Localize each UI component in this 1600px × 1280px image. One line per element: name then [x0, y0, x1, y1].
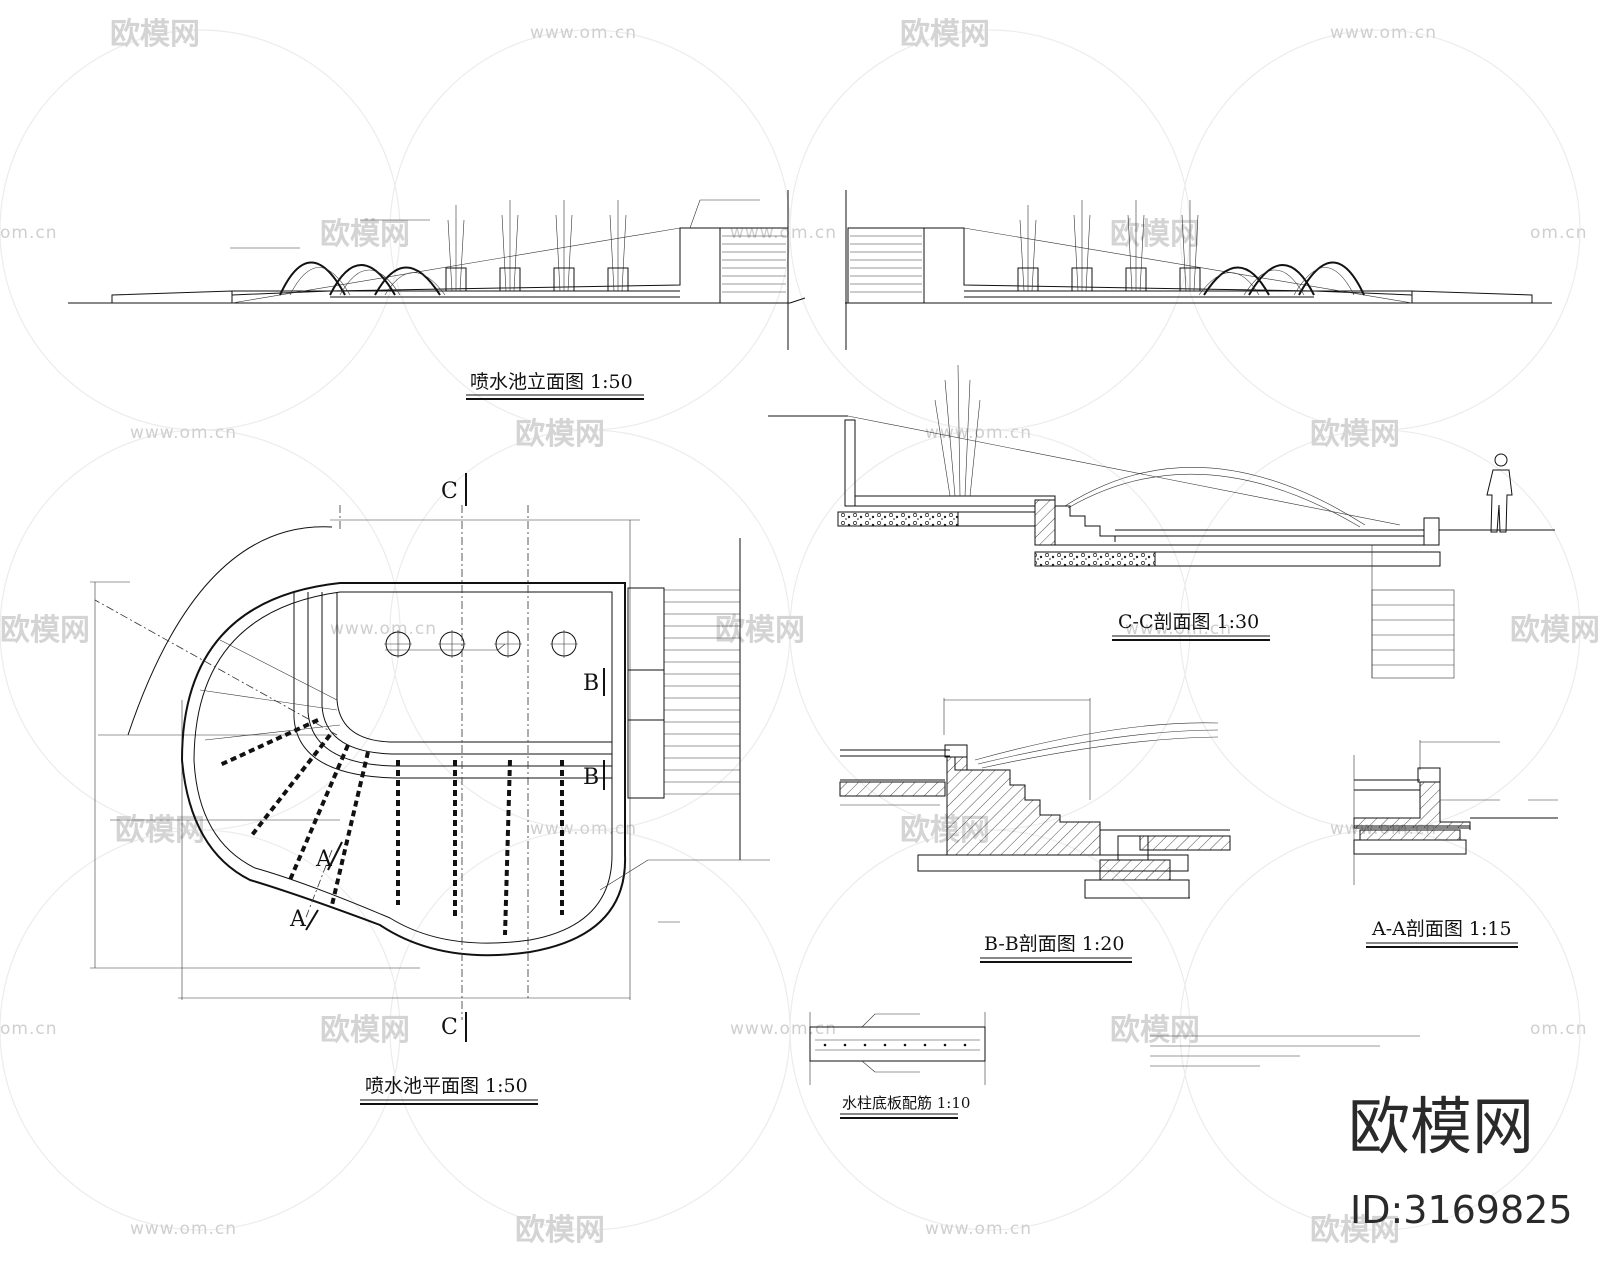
plan-view: C C B B A A 喷水池平面图 1:50	[90, 473, 770, 1105]
watermark-site: om.cn	[0, 223, 58, 243]
watermark-brand: 欧模网	[1110, 1013, 1200, 1048]
watermark-site: www.om.cn	[330, 619, 437, 639]
watermark-site: www.om.cn	[925, 1219, 1032, 1239]
watermark-site: www.om.cn	[730, 1019, 837, 1039]
plan-nozzles	[384, 630, 578, 658]
plan-radial-lines	[94, 599, 341, 741]
watermark-brand: 欧模网	[115, 813, 205, 848]
section-marker-b-upper: B	[583, 671, 599, 696]
arching-jets-left	[279, 261, 446, 296]
plan-dashed-jets	[219, 718, 564, 936]
watermark-site: www.om.cn	[1125, 619, 1232, 639]
brand-name: 欧模网	[1348, 1090, 1534, 1163]
section-marker-a-upper: A	[315, 847, 333, 872]
section-marker-a-lower: A	[289, 907, 307, 932]
watermark-brand: 欧模网	[1510, 613, 1600, 648]
material-legend	[1371, 545, 1455, 679]
section-cc: C-C剖面图 1:30	[768, 364, 1555, 679]
section-marker-c-bottom: C	[441, 1015, 458, 1040]
brand-block: 欧模网 ID:3169825	[1348, 1090, 1573, 1232]
brand-id: ID:3169825	[1350, 1188, 1573, 1232]
section-bb: B-B剖面图 1:20	[839, 698, 1231, 963]
elevation-title: 喷水池立面图 1:50	[470, 371, 633, 393]
watermark-brand: 欧模网	[515, 417, 605, 452]
notes-block	[1150, 1035, 1420, 1067]
section-marker-b-lower: B	[583, 765, 599, 790]
elevation-steps-right	[850, 235, 922, 293]
watermark-site: www.om.cn	[730, 223, 837, 243]
watermark-brand: 欧模网	[1310, 417, 1400, 452]
rebar-title: 水柱底板配筋 1:10	[842, 1094, 970, 1112]
arching-jets-right	[1198, 261, 1365, 296]
scale-figure	[1486, 453, 1513, 533]
watermark-site: www.om.cn	[530, 819, 637, 839]
watermark-site: om.cn	[1530, 223, 1588, 243]
section-bb-title: B-B剖面图 1:20	[984, 933, 1124, 955]
watermark-site: om.cn	[0, 1019, 58, 1039]
watermark-site: www.om.cn	[530, 23, 637, 43]
vertical-jets-right	[1017, 200, 1201, 292]
rebar-detail: 水柱底板配筋 1:10	[809, 1012, 986, 1119]
plan-title: 喷水池平面图 1:50	[365, 1075, 528, 1097]
rebar-dots	[823, 1043, 967, 1047]
watermark-brand: 欧模网	[715, 613, 805, 648]
watermark-brand: 欧模网	[320, 217, 410, 252]
section-marker-c-top: C	[441, 479, 458, 504]
watermark-texts: 欧模网 www.om.cn 欧模网 www.om.cn om.cn 欧模网 ww…	[0, 17, 1600, 1248]
section-aa-title: A-A剖面图 1:15	[1371, 918, 1512, 940]
watermark-site: om.cn	[1530, 1019, 1588, 1039]
watermark-site: www.om.cn	[1330, 23, 1437, 43]
watermark-brand: 欧模网	[320, 1013, 410, 1048]
plan-steps	[664, 589, 740, 795]
watermark-brand: 欧模网	[515, 1213, 605, 1248]
watermark-site: www.om.cn	[130, 1219, 237, 1239]
elevation-view: 喷水池立面图 1:50	[68, 190, 1552, 400]
watermark-brand: 欧模网	[1310, 1213, 1400, 1248]
section-aa: A-A剖面图 1:15	[1353, 740, 1558, 948]
vertical-jets-left	[445, 200, 629, 292]
watermark-circles	[0, 29, 1581, 1231]
watermark-brand: 欧模网	[1110, 217, 1200, 252]
section-cc-title: C-C剖面图 1:30	[1118, 611, 1259, 633]
watermark-site: www.om.cn	[130, 423, 237, 443]
elevation-steps-left	[722, 235, 786, 293]
watermark-brand: 欧模网	[110, 17, 200, 52]
watermark-brand: 欧模网	[0, 613, 90, 648]
watermark-brand: 欧模网	[900, 17, 990, 52]
watermark-site: www.om.cn	[925, 423, 1032, 443]
